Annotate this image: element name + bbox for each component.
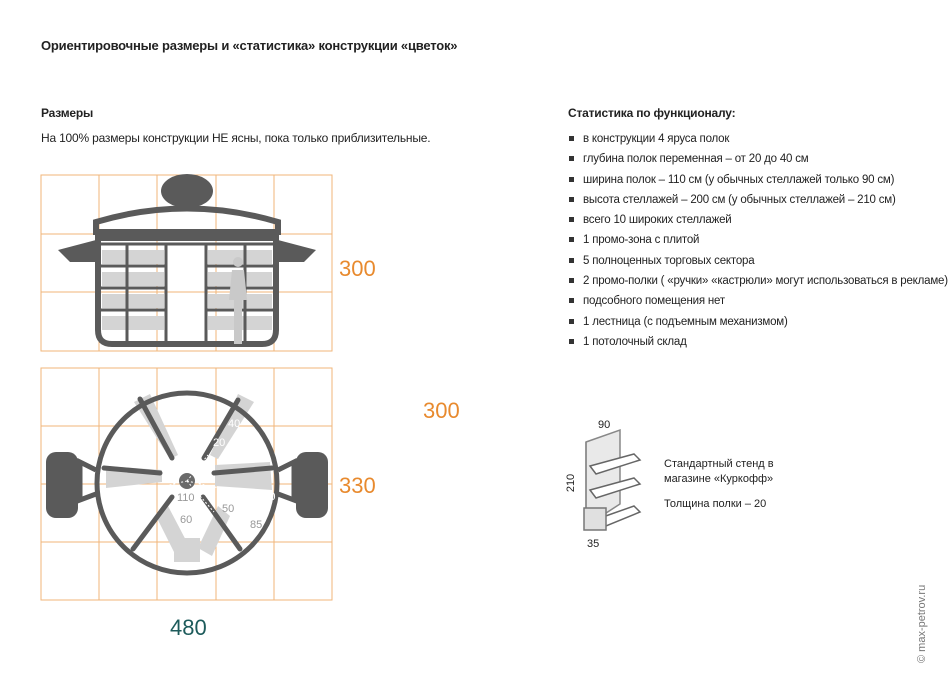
bullet-icon	[569, 237, 574, 243]
inner-dim-60: 60	[180, 514, 193, 526]
stats-item: подсобного помещения нет	[568, 293, 948, 313]
bullet-icon	[569, 257, 574, 263]
bullet-icon	[569, 338, 574, 344]
inner-dim-85: 85	[250, 519, 263, 531]
inner-dim-50: 50	[222, 503, 235, 515]
bullet-icon	[569, 318, 574, 324]
stats-item: 1 лестница (с подъемным механизмом)	[568, 314, 948, 334]
person-icon	[229, 257, 247, 344]
pot-top-view	[46, 390, 328, 576]
page-title: Ориентировочные размеры и «статистика» к…	[41, 38, 458, 53]
inner-dim-110-right: 110	[258, 491, 276, 503]
inner-dim-110-left: 110	[177, 492, 195, 504]
bullet-icon	[569, 176, 574, 182]
stats-item: 1 потолочный склад	[568, 334, 948, 354]
standard-stand	[583, 428, 642, 531]
stats-item: в конструкции 4 яруса полок	[568, 131, 948, 151]
watermark: © max-petrov.ru	[916, 584, 928, 663]
bullet-icon	[569, 156, 574, 162]
stand-height-dim: 210	[565, 473, 578, 493]
pot-side-view	[58, 174, 316, 347]
top-height-label: 330	[339, 473, 376, 498]
sizes-heading: Размеры	[41, 106, 94, 120]
inner-dim-20: 20	[213, 437, 226, 449]
stats-list: в конструкции 4 яруса полок глубина поло…	[568, 131, 948, 354]
total-height-label: 300	[423, 398, 460, 423]
bullet-icon	[569, 217, 574, 223]
stats-item: высота стеллажей – 200 см (у обычных сте…	[568, 192, 948, 212]
stats-heading: Статистика по функционалу:	[568, 106, 736, 120]
sizes-note: На 100% размеры конструкции НЕ ясны, пок…	[41, 131, 431, 145]
stats-item: 5 полноценных торговых сектора	[568, 253, 948, 273]
stand-top-dim: 90	[598, 419, 611, 431]
bullet-icon	[569, 136, 574, 141]
side-height-label: 300	[339, 256, 376, 281]
bullet-icon	[569, 278, 574, 284]
stats-item: ширина полок – 110 см (у обычных стеллаж…	[568, 172, 948, 192]
width-label: 480	[170, 615, 207, 640]
bullet-icon	[569, 298, 574, 304]
bullet-icon	[569, 196, 574, 202]
inner-dim-40: 40	[228, 418, 241, 430]
stats-item: глубина полок переменная – от 20 до 40 с…	[568, 151, 948, 171]
stats-item: всего 10 широких стеллажей	[568, 212, 948, 232]
stats-item: 2 промо-полки ( «ручки» «кастрюли» могут…	[568, 273, 948, 293]
stand-bottom-dim: 35	[587, 538, 600, 550]
stand-caption: Стандартный стенд в магазине «Куркофф»	[664, 458, 774, 485]
stand-shelf-note: Толщина полки – 20	[664, 498, 767, 510]
stats-item: 1 промо-зона с плитой	[568, 232, 948, 252]
